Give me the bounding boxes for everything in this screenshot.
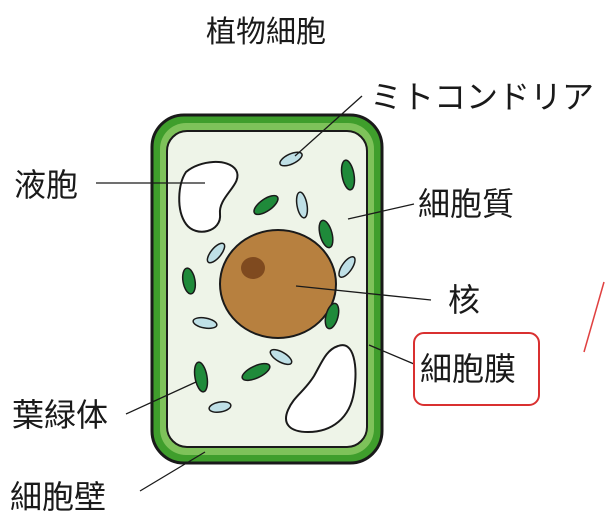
nucleus (219, 229, 337, 339)
nucleolus (241, 257, 265, 279)
leader-cytoplasm (347, 203, 415, 220)
leader-mitochondria (294, 95, 363, 157)
label-vacuole: 液胞 (14, 166, 78, 204)
label-chloroplast: 葉緑体 (12, 396, 108, 434)
chloroplast (253, 194, 279, 216)
diagram-title: 植物細胞 (206, 15, 326, 50)
vacuole-large (285, 344, 357, 434)
label-nucleus: 核 (448, 281, 480, 319)
mitochondrion (269, 348, 293, 366)
chloroplast (340, 159, 356, 191)
leader-cell-membrane (368, 344, 415, 365)
mitochondrion (206, 242, 226, 264)
chloroplasts (181, 159, 356, 393)
label-cell-membrane: 細胞膜 (420, 350, 516, 388)
mitochondrion (338, 256, 356, 278)
label-mitochondria: ミトコンドリア (370, 78, 594, 116)
label-cytoplasm: 細胞質 (418, 185, 514, 223)
mitochondrion (208, 400, 232, 414)
mitochondrion (192, 316, 218, 330)
chloroplast (318, 219, 334, 249)
label-cell-wall: 細胞壁 (10, 478, 106, 516)
chloroplast (324, 302, 340, 330)
mitochondria-group (192, 151, 356, 414)
mitochondrion (295, 191, 309, 219)
leader-chloroplast (125, 381, 197, 415)
pen-mark (583, 281, 605, 353)
highlight-box (413, 332, 540, 406)
leader-cell-wall (139, 451, 206, 492)
leader-lines (96, 95, 432, 492)
mitochondrion (279, 151, 303, 167)
chloroplast (241, 362, 271, 382)
chloroplast (193, 361, 209, 393)
chloroplast (181, 267, 197, 295)
vacuole-small (178, 161, 239, 233)
leader-nucleus (295, 285, 432, 301)
